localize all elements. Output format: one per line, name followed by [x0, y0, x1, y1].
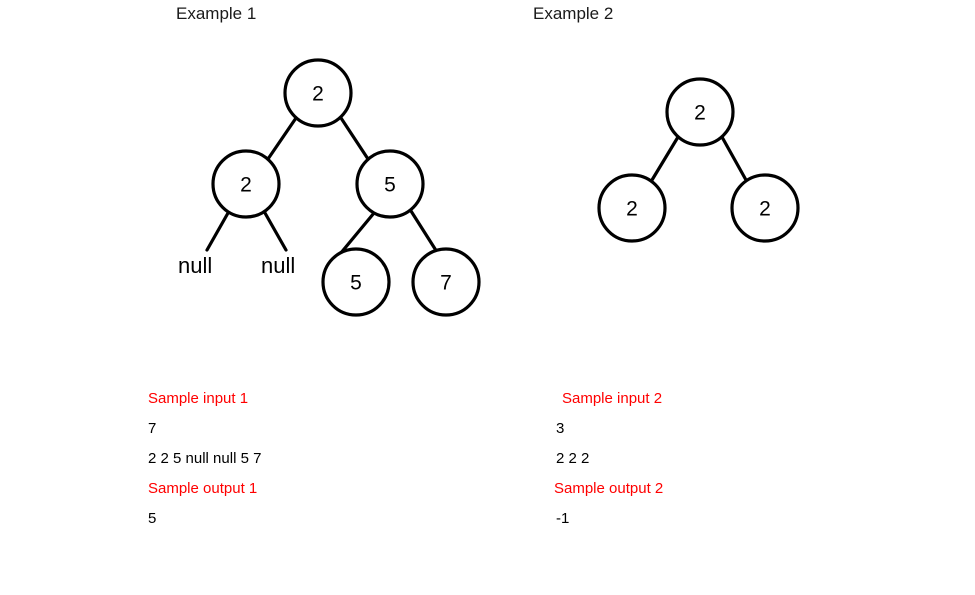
tree-node-label-e2-right: 2	[759, 198, 771, 221]
sample-input-1-line-1: 7	[148, 420, 157, 437]
tree-node-label-e1-right-left: 5	[350, 272, 362, 295]
edge-right-to-leaf-5	[338, 211, 376, 256]
binary-tree-example-2: 2 2 2	[597, 77, 800, 243]
null-label-right: null	[261, 253, 296, 278]
tree-node-e1-right-left	[321, 247, 391, 317]
sample-input-2-line-2: 2 2 2	[556, 450, 590, 467]
edge-left-to-null-left	[205, 211, 230, 252]
example-1-title: Example 1	[176, 4, 257, 23]
tree-node-label-e2-root: 2	[694, 102, 706, 125]
edge-root-to-left	[266, 116, 298, 161]
tree-node-e1-right	[355, 149, 425, 219]
tree-node-label-e1-right: 5	[384, 174, 396, 197]
tree-node-label-e2-left: 2	[626, 198, 638, 221]
sample-output-1-line-1: 5	[148, 510, 157, 527]
binary-tree-example-1: 2 2 5 5 7	[205, 58, 481, 317]
tree-node-e2-root	[665, 77, 735, 147]
sample-input-2-title: Sample input 2	[562, 390, 663, 407]
sample-input-2-line-1: 3	[556, 420, 565, 437]
edge-root-to-right	[339, 116, 370, 161]
null-label-left: null	[178, 253, 213, 278]
edge2-root-to-left	[650, 135, 680, 182]
sample-input-1-title: Sample input 1	[148, 390, 249, 407]
edge2-root-to-right	[720, 135, 748, 182]
tree-node-e1-left	[211, 149, 281, 219]
tree-node-label-e1-right-right: 7	[440, 272, 452, 295]
sample-output-2-line-1: -1	[556, 510, 570, 527]
tree-node-e2-right	[730, 173, 800, 243]
sample-output-2-title: Sample output 2	[554, 480, 664, 497]
edge-right-to-leaf-7	[409, 209, 439, 254]
tree-node-label-e1-root: 2	[312, 83, 324, 106]
sample-output-1-title: Sample output 1	[148, 480, 258, 497]
tree-node-e1-root	[283, 58, 353, 128]
tree-node-e1-right-right	[411, 247, 481, 317]
tree-node-e2-left	[597, 173, 667, 243]
sample-block-2: Sample input 2 3 2 2 2 Sample output 2 -…	[550, 384, 663, 534]
edge-left-to-null-right	[263, 211, 288, 252]
sample-block-1: Sample input 1 7 2 2 5 null null 5 7 Sam…	[148, 384, 261, 534]
sample-input-1-line-2: 2 2 5 null null 5 7	[148, 450, 262, 467]
tree-node-label-e1-left: 2	[240, 174, 252, 197]
example-2-title: Example 2	[533, 4, 614, 23]
